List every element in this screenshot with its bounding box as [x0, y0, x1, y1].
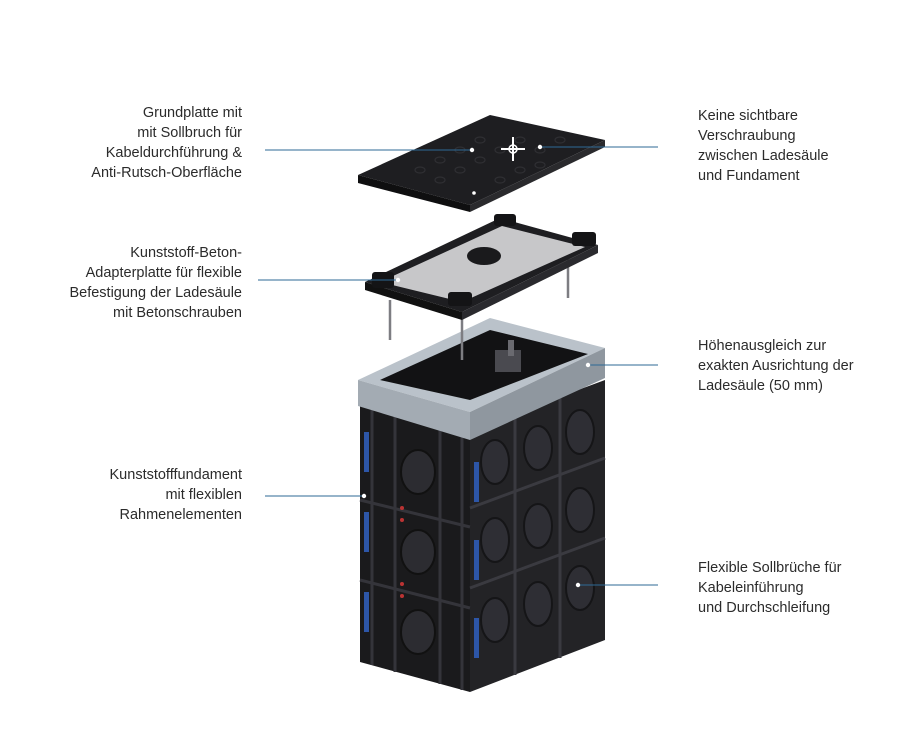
base-plate [358, 115, 605, 212]
plastic-foundation [359, 380, 606, 692]
height-adjustment-frame [358, 318, 605, 440]
label-height: Höhenausgleich zur exakten Ausrichtung d… [698, 338, 854, 394]
label-adapter: Kunststoff-Beton- Adapterplatte für flex… [69, 245, 242, 321]
label-breakouts: Flexible Sollbrüche für Kabeleinführung … [698, 560, 842, 616]
leader-lines [258, 146, 658, 586]
leader-dots [361, 144, 591, 588]
label-foundation: Kunststofffundament mit flexiblen Rahmen… [109, 467, 242, 523]
label-no-screws: Keine sichtbare Verschraubung zwischen L… [698, 108, 829, 184]
crosshair-icon [501, 137, 525, 161]
adapter-plate [365, 214, 598, 360]
label-baseplate: Grundplatte mit mit Sollbruch für Kabeld… [91, 105, 242, 181]
